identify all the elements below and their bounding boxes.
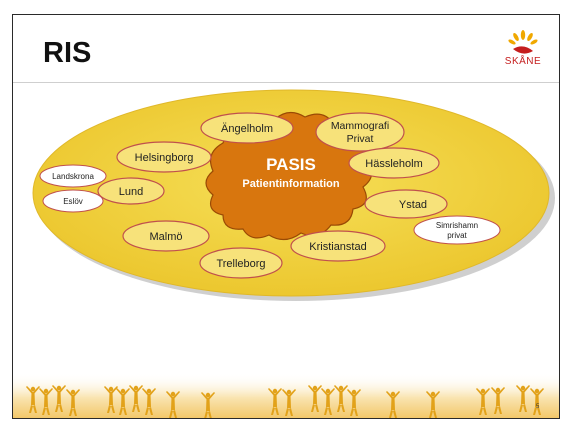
- node-lund: Lund: [97, 177, 165, 205]
- node-label: Malmö: [149, 231, 182, 243]
- site-nodes: Ängelholm Mammografi Privat Helsingborg …: [39, 112, 501, 279]
- region-skane-logo: SKÅNE: [501, 27, 545, 71]
- page-number: 5: [536, 404, 540, 410]
- node-label: Eslöv: [63, 197, 83, 206]
- slide: RIS SKÅNE PASIS: [12, 14, 560, 419]
- node-trelleborg: Trelleborg: [199, 247, 283, 279]
- logo-mark-icon: [508, 30, 538, 54]
- node-landskrona: Landskrona: [39, 164, 107, 188]
- node-label: Helsingborg: [135, 152, 194, 164]
- node-label: Ystad: [399, 199, 427, 211]
- node-label: Trelleborg: [216, 258, 265, 270]
- node-simrishamn-privat: Simrishamn privat: [413, 215, 501, 245]
- node-label: Ängelholm: [221, 123, 273, 135]
- node-malmo: Malmö: [122, 220, 210, 252]
- slide-title: RIS: [43, 37, 92, 69]
- node-label: Mammografi: [331, 120, 389, 132]
- node-mammografi-privat: Mammografi Privat: [315, 112, 405, 152]
- node-label: Landskrona: [52, 172, 94, 181]
- center-title: PASIS: [266, 155, 316, 174]
- pasis-diagram: PASIS Patientinformation Ängelholm Mammo…: [32, 89, 555, 301]
- logo-text: SKÅNE: [504, 56, 542, 67]
- node-label: privat: [447, 231, 467, 240]
- center-subtitle: Patientinformation: [242, 178, 339, 190]
- node-label: Hässleholm: [365, 158, 422, 170]
- node-hassleholm: Hässleholm: [348, 147, 440, 179]
- footer-figures-band: [13, 373, 559, 418]
- node-angelholm: Ängelholm: [200, 112, 294, 144]
- title-divider: [13, 82, 559, 83]
- node-label: Privat: [347, 133, 374, 145]
- node-label: Kristianstad: [309, 241, 366, 253]
- node-helsingborg: Helsingborg: [116, 141, 212, 173]
- node-label: Simrishamn: [436, 221, 478, 230]
- node-eslov: Eslöv: [42, 189, 104, 213]
- node-label: Lund: [119, 186, 143, 198]
- node-kristianstad: Kristianstad: [290, 230, 386, 262]
- node-ystad: Ystad: [364, 189, 448, 219]
